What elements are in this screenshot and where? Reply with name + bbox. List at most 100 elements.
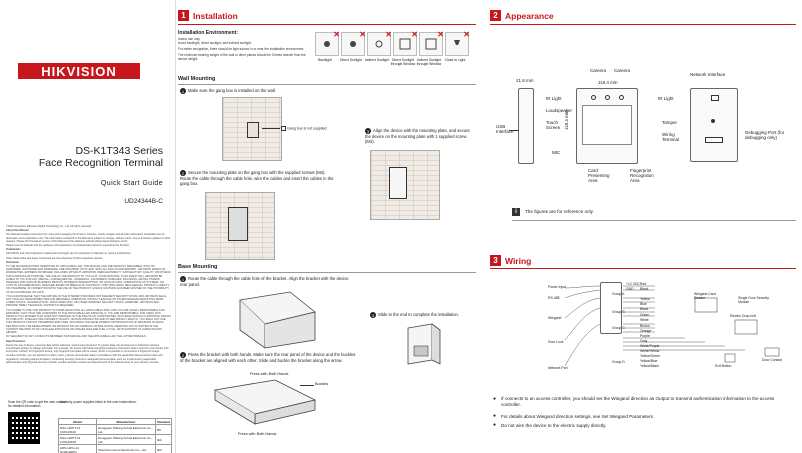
ir-light-icon [619,95,624,100]
note-divider [512,220,796,221]
touch-screen-label: Touch Screen [546,120,561,130]
quick-start-title: Quick Start Guide [100,180,163,187]
not-allowed-icon: ✕ [463,30,470,39]
legal-paragraph: Other trademarks and logos mentioned are… [6,256,104,260]
wire-label: Network Port [548,366,568,370]
model-title: DS-K1T343 Series Face Recognition Termin… [39,145,163,169]
step-text: Route the cable through the cable hole o… [180,276,349,287]
step-text: Route the cable through the cable hole, … [180,176,334,186]
note-text: Gang box is not supplied. [287,126,328,131]
wire-label: Wiegand [548,316,562,320]
brick-wall-illustration [370,150,440,220]
cover-panel: HIKVISION DS-K1T343 Series Face Recognit… [0,0,176,453]
legal-paragraph: Data Protection [6,339,26,343]
close-to-light-illustration: ✕ [445,30,470,56]
wire-label: Black [640,287,649,291]
step-number: 1 [180,88,186,94]
buckles-label: Buckles [315,382,329,386]
legal-paragraph: Disclaimer [6,260,20,264]
device-rear-view [690,88,738,162]
info-icon: i [512,208,520,216]
section-divider [490,268,796,269]
mounting-plate [228,207,248,241]
table-cell: IEC [154,444,173,453]
step-text: Make sure the gang box is installed on t… [188,88,276,94]
document-number: UD24344B-C [124,198,163,205]
step-text: Align the device with the mounting plate… [365,128,470,144]
step-number: 3 [365,128,371,134]
subsection-divider [178,84,476,85]
section-divider [178,24,476,25]
step-text: Secure the mounting plate on the gang bo… [188,170,326,176]
env-line: The minimum bearing weight of the wall o… [178,53,306,61]
step-number: 2 [180,352,186,358]
table-cell: ADS-12FG-12 N12012EPG [57,444,98,453]
device-label: Wiegand Card Reader [694,292,716,300]
wiring-heading: 3 Wiring [490,255,531,266]
not-allowed-icon: ✕ [385,30,392,39]
list-item: Do not wire the device to the electric s… [493,421,783,430]
wire-label: Yellow [640,297,650,301]
bracket-align-illustration [239,291,316,349]
table-row: DSA-12PFT-12 FUS120100 Dongguan Shilong … [57,434,173,445]
wire-label: +12 VDC [626,282,640,286]
camera-label-1: Camera [590,68,607,73]
wire-label: Green [640,313,650,317]
bracket-press-illustration [213,379,317,425]
press-label-bottom: Press with Both Hands [238,432,277,436]
power-supply-caption: Use only power supplies listed in the us… [60,400,137,404]
not-allowed-icon: ✕ [359,30,366,39]
window-indirect-illustration: ✕ [419,30,444,56]
wire-label: Power Input [548,285,567,289]
group-label: Group D [612,360,625,364]
dim-width: 21.8 mm [516,78,534,83]
env-label: Direct Sunlight through Window [390,58,416,66]
qr-code[interactable] [8,412,40,444]
table-cell: Dongguan Shilong Fuhua Electronic Co., L… [96,424,156,435]
legal-paragraph: ©2022 Hangzhou Hikvision Digital Technol… [6,225,92,228]
step-number: 2 [180,170,186,176]
slide-complete-illustration [407,323,441,365]
camera-bar [583,93,631,103]
table-cell: Dongguan Shilong Fuhua Electronic Co., L… [96,434,156,445]
device-label: Single Door Security Module [738,296,769,304]
gang-box [247,122,259,138]
env-label: Close to Light [444,58,466,62]
power-supply-table: Model Manufacturer Standard DSA-12PFT-12… [57,418,173,453]
fingerprint-label: Fingerprint Recognition Area [630,168,654,183]
leader-line [509,130,519,131]
device-label: Door Contact [762,358,782,362]
wire-label: Brown [640,324,650,328]
press-label-top: Press with Both Hands [250,372,289,376]
wire-label: White/Purple [640,344,660,348]
wire-label: Yellow/Blue [640,359,658,363]
brick-wall-illustration [205,192,275,260]
leader-line [300,385,314,386]
ir-light-left-label: IR Light [546,96,562,101]
window-direct-illustration: ✕ [393,30,418,56]
wiring-notes: If connects to an access controller, you… [493,396,783,430]
section-title: Wiring [505,255,532,266]
sun-icon [375,40,383,48]
touch-screen[interactable] [582,105,632,145]
env-line: Avoid backlight, direct sunlight, and in… [178,41,252,45]
not-allowed-icon: ✕ [437,30,444,39]
mic-label: MIC [552,150,561,155]
env-illustrations: ✕ ✕ ✕ ✕ ✕ ✕ [315,30,470,56]
wire-label: RS-485 [548,296,560,300]
window-icon [425,38,437,50]
indirect-sunlight-illustration: ✕ [367,30,392,56]
step-number: 1 [180,276,186,282]
table-row: ADS-12FG-12 N12012EPG Shenzhen Honor Ele… [57,444,173,453]
step-text: Slide to the end to complete the install… [378,312,460,318]
network-interface-label: Network Interface [690,72,726,77]
brick-wall-illustration [222,97,282,161]
dim-depth: 118.4 mm [598,80,618,85]
sun-icon [350,41,356,47]
legal-paragraph: HIKVISION and other Hikvision's trademar… [6,252,132,256]
legal-paragraph: Trademarks [6,248,21,252]
